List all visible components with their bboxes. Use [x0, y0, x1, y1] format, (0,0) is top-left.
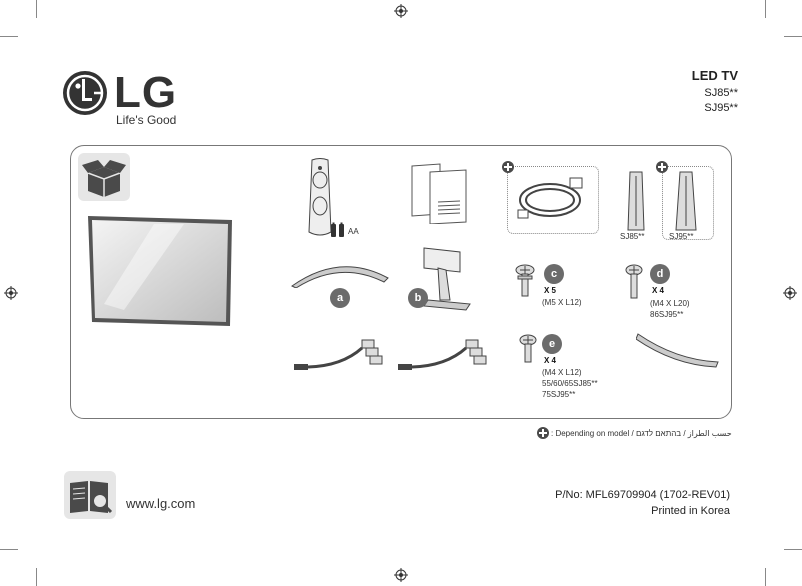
registration-mark-icon: [394, 4, 408, 18]
stand-guide-sj85-label: SJ85**: [620, 232, 645, 241]
part-c-badge: c: [544, 264, 564, 284]
stand-body-illustration: [423, 247, 471, 311]
component-cable-illustration: [398, 339, 487, 370]
part-c-spec: (M5 X L12): [542, 298, 582, 307]
part-d-badge: d: [650, 264, 670, 284]
printed-in: Printed in Korea: [651, 505, 730, 517]
registration-mark-icon: [394, 568, 408, 582]
manuals-illustration: [411, 163, 467, 224]
part-e-badge: e: [542, 334, 562, 354]
stand-guide-sj95-label: SJ95**: [669, 232, 694, 241]
power-cord-box: [507, 166, 599, 234]
magic-remote-illustration: [308, 158, 332, 236]
stand-guide-box-sj95: [662, 166, 714, 240]
manual-book-icon: [64, 471, 116, 519]
crop-mark: [784, 36, 802, 37]
av-cable-illustration: [294, 339, 383, 370]
batteries-icon: [331, 222, 344, 237]
stand-base-illustration: [291, 266, 389, 288]
tagline: Life's Good: [116, 113, 177, 127]
lg-face-logo-icon: [63, 71, 107, 115]
part-number: P/No: MFL69709904 (1702-REV01): [555, 489, 730, 501]
website-url: www.lg.com: [126, 496, 196, 511]
optional-plus-icon: [502, 161, 514, 173]
power-cord-illustration: [517, 177, 583, 219]
screw-c-icon: [515, 264, 535, 297]
part-d-models: 86SJ95**: [650, 310, 684, 319]
model-sj85: SJ85**: [704, 87, 738, 99]
part-e-models-2: 75SJ95**: [542, 390, 576, 399]
part-b-badge: b: [408, 288, 428, 308]
crop-mark: [765, 568, 766, 586]
stand-guide-sj95-illustration: [675, 171, 697, 231]
lg-logo: LG Life's Good: [62, 68, 192, 128]
package-box-icon: [78, 153, 130, 201]
model-sj95: SJ95**: [704, 102, 738, 114]
accessories-panel: [70, 145, 732, 419]
screw-d-icon: [625, 264, 643, 299]
crop-mark: [0, 36, 18, 37]
part-e-spec: (M4 X L12): [542, 368, 582, 377]
optional-plus-icon: [537, 427, 549, 439]
part-c-quantity: X 5: [544, 286, 557, 295]
screw-e-icon: [519, 334, 537, 363]
part-d-spec: (M4 X L20): [650, 299, 690, 308]
crop-mark: [765, 0, 766, 18]
part-d-quantity: X 4: [652, 286, 665, 295]
batteries-label: AA: [348, 227, 359, 236]
stand-guide-sj85-illustration: [627, 171, 645, 231]
cable-holder-illustration: [636, 333, 719, 368]
lg-wordmark: LG: [114, 68, 178, 117]
crop-mark: [36, 568, 37, 586]
crop-mark: [0, 549, 18, 550]
crop-mark: [36, 0, 37, 18]
registration-mark-icon: [4, 286, 18, 300]
optional-plus-icon: [656, 161, 668, 173]
crop-mark: [784, 549, 802, 550]
part-e-models-1: 55/60/65SJ85**: [542, 379, 598, 388]
part-e-quantity: X 4: [544, 356, 557, 365]
depending-on-model-note: : Depending on model / حسب الطراز / בהתא…: [551, 429, 732, 438]
tv-illustration: [88, 216, 232, 326]
part-a-badge: a: [330, 288, 350, 308]
product-type: LED TV: [691, 68, 738, 83]
registration-mark-icon: [783, 286, 797, 300]
